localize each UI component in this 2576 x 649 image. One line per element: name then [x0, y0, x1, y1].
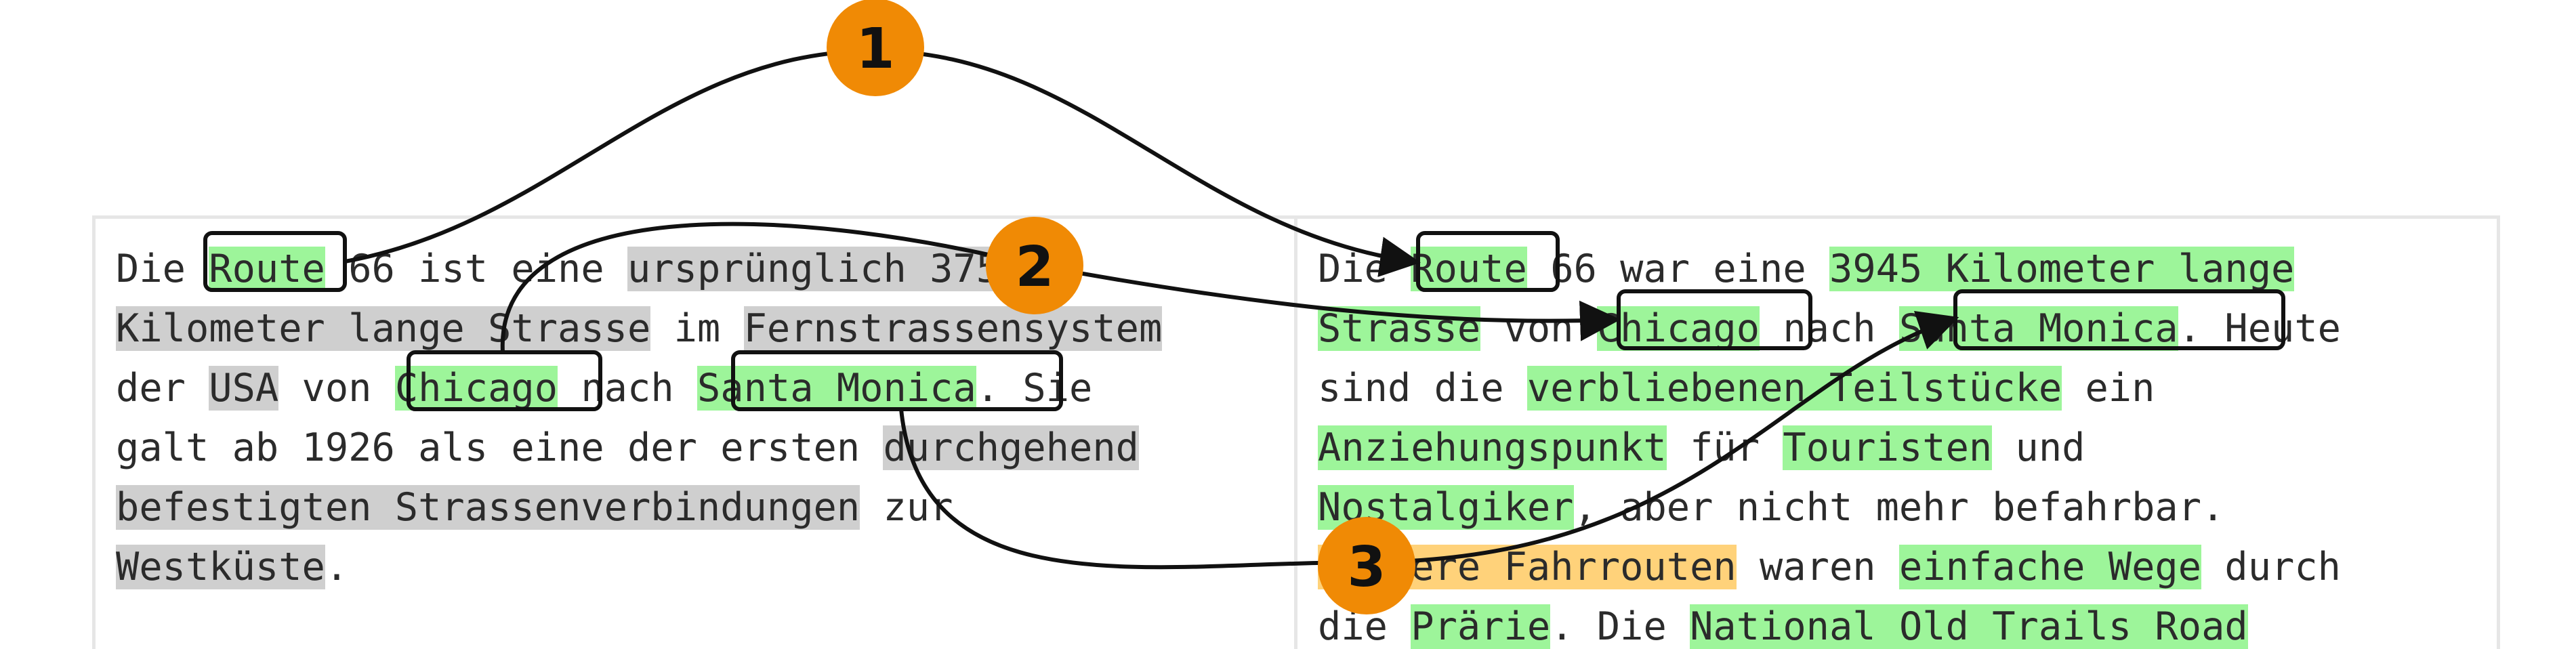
- highlight-orange: Frühere Fahrrouten: [1318, 545, 1737, 589]
- text-line: befestigten Strassenverbindungen zur: [116, 478, 1268, 537]
- plain-text: 66 war eine: [1526, 247, 1829, 291]
- text-line: Strasse von Chicago nach Santa Monica. H…: [1318, 299, 2470, 358]
- plain-text: und: [1992, 425, 2085, 470]
- highlight-green: Strasse: [1318, 306, 1481, 351]
- highlight-green: Route: [1411, 247, 1527, 291]
- highlight-grey: USA: [209, 366, 279, 411]
- plain-text: für: [1666, 425, 1783, 470]
- plain-text: nach: [558, 366, 697, 411]
- text-line: Anziehungspunkt für Touristen und: [1318, 418, 2470, 478]
- plain-text: . Die: [1550, 604, 1690, 649]
- text-line: sind die verbliebenen Teilstücke ein: [1318, 358, 2470, 418]
- plain-text: ein: [2062, 366, 2155, 411]
- highlight-green: Anziehungspunkt: [1318, 425, 1667, 470]
- highlight-green: Touristen: [1783, 425, 1993, 470]
- plain-text: Die: [116, 247, 209, 291]
- plain-text: . Heute: [2178, 306, 2341, 351]
- plain-text: nach: [1760, 306, 1899, 351]
- text-line: Die Route 66 ist eine ursprünglich 3755: [116, 239, 1268, 299]
- plain-text: , aber nicht mehr befahrbar.: [1573, 485, 2225, 530]
- highlight-green: Santa Monica: [697, 366, 976, 411]
- highlight-green: Chicago: [1596, 306, 1760, 351]
- highlight-green: Route: [209, 247, 325, 291]
- highlight-grey: Westküste: [116, 545, 325, 589]
- text-line: die Prärie. Die National Old Trails Road: [1318, 597, 2470, 649]
- plain-text: zur: [860, 485, 953, 530]
- plain-text: . Sie: [976, 366, 1093, 411]
- text-line: Westküste.: [116, 537, 1268, 597]
- highlight-green: Chicago: [394, 366, 558, 411]
- highlight-green: National Old Trails Road: [1690, 604, 2248, 649]
- highlight-green: 3945 Kilometer lange: [1829, 247, 2295, 291]
- text-line: galt ab 1926 als eine der ersten durchge…: [116, 418, 1268, 478]
- plain-text: durch: [2201, 545, 2341, 589]
- highlight-green: verbliebenen Teilstücke: [1526, 366, 2062, 411]
- plain-text: von: [1480, 306, 1597, 351]
- plain-text: .: [325, 545, 349, 589]
- highlight-grey: befestigten Strassenverbindungen: [116, 485, 860, 530]
- highlight-green: Prärie: [1411, 604, 1551, 649]
- plain-text: waren: [1736, 545, 1899, 589]
- highlight-green: Santa Monica: [1898, 306, 2178, 351]
- text-line: Kilometer lange Strasse im Fernstrassens…: [116, 299, 1268, 358]
- highlight-grey: Fernstrassensystem: [743, 306, 1163, 351]
- text-line: Nostalgiker, aber nicht mehr befahrbar.: [1318, 478, 2470, 537]
- text-line: der USA von Chicago nach Santa Monica. S…: [116, 358, 1268, 418]
- plain-text: sind die: [1318, 366, 1527, 411]
- target-text-panel: Die Route 66 war eine 3945 Kilometer lan…: [1294, 215, 2500, 649]
- plain-text: die: [1318, 604, 1411, 649]
- plain-text: im: [650, 306, 744, 351]
- target-paragraph: Die Route 66 war eine 3945 Kilometer lan…: [1318, 239, 2470, 649]
- marker-1: 1: [827, 0, 924, 96]
- svg-text:1: 1: [856, 17, 894, 81]
- plain-text: von: [278, 366, 395, 411]
- highlight-grey: durchgehend: [883, 425, 1139, 470]
- plain-text: Die: [1318, 247, 1411, 291]
- plain-text: 66 ist eine: [325, 247, 627, 291]
- highlight-green: Nostalgiker: [1318, 485, 1574, 530]
- plain-text: der: [116, 366, 209, 411]
- text-line: Frühere Fahrrouten waren einfache Wege d…: [1318, 537, 2470, 597]
- highlight-green: einfache Wege: [1898, 545, 2202, 589]
- text-line: Die Route 66 war eine 3945 Kilometer lan…: [1318, 239, 2470, 299]
- highlight-grey: Kilometer lange Strasse: [116, 306, 651, 351]
- plain-text: galt ab 1926 als eine der ersten: [116, 425, 884, 470]
- highlight-grey: ursprünglich 3755: [627, 247, 1023, 291]
